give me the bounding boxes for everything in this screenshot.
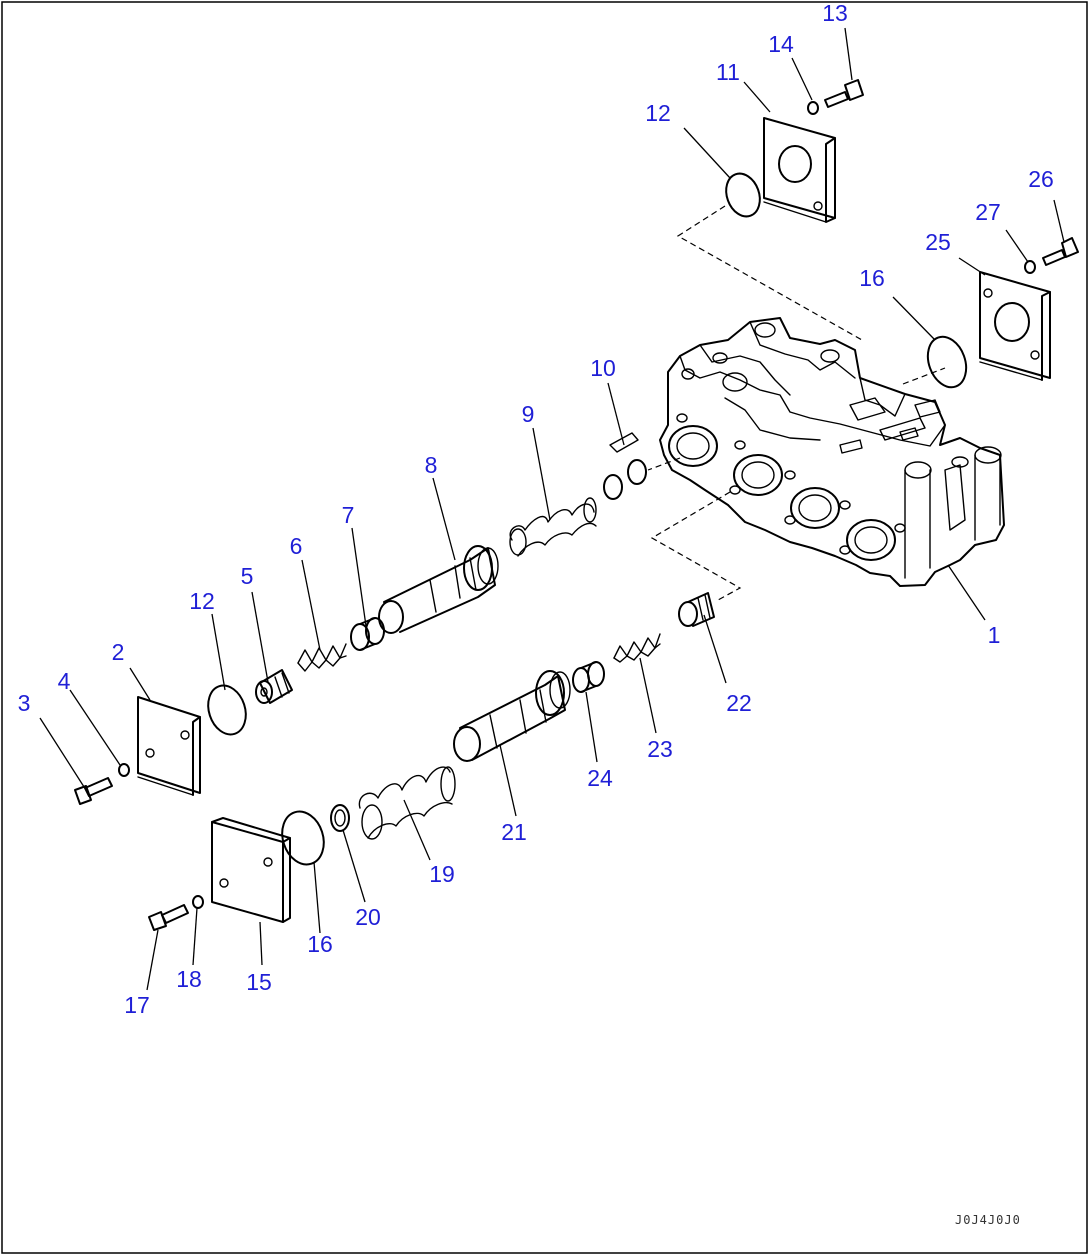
callout-18: 18 <box>176 966 202 992</box>
plug-part-22 <box>678 592 715 627</box>
callout-12-top: 12 <box>645 100 671 126</box>
cover-plate-part-15 <box>211 817 291 923</box>
retainer-part-10 <box>603 432 647 500</box>
callout-labels: 1 2 3 4 5 6 7 8 9 10 11 12 12 13 14 15 1… <box>18 0 1054 1018</box>
callout-1: 1 <box>988 622 1001 648</box>
callout-9: 9 <box>522 401 535 427</box>
callout-26: 26 <box>1028 166 1054 192</box>
assembly-guide-lines <box>647 205 946 601</box>
washer-part-18 <box>192 895 204 909</box>
callout-14: 14 <box>768 31 794 57</box>
spring-part-9 <box>509 497 597 557</box>
cover-plate-part-25 <box>979 271 1051 381</box>
collar-part-24 <box>572 661 605 693</box>
spring-part-6 <box>297 643 347 672</box>
spring-part-19 <box>358 766 456 840</box>
cover-plate-part-2 <box>137 696 201 796</box>
bolt-part-17 <box>148 904 189 931</box>
callout-12-left: 12 <box>189 588 215 614</box>
callout-13: 13 <box>822 0 848 26</box>
o-ring-part-12-left <box>207 684 247 736</box>
cover-plate-part-11 <box>763 117 836 223</box>
callout-16-left: 16 <box>307 931 333 957</box>
leader-lines <box>39 27 1065 991</box>
callout-2: 2 <box>112 639 125 665</box>
collar-part-7 <box>350 617 385 651</box>
callout-4: 4 <box>58 668 71 694</box>
callout-21: 21 <box>501 819 527 845</box>
washer-part-4 <box>118 763 130 777</box>
callout-3: 3 <box>18 690 31 716</box>
plug-part-5 <box>255 669 293 704</box>
bolt-part-3 <box>74 777 113 805</box>
washer-part-27 <box>1024 260 1036 274</box>
callout-8: 8 <box>425 452 438 478</box>
callout-10: 10 <box>590 355 616 381</box>
callout-6: 6 <box>290 533 303 559</box>
callout-19: 19 <box>429 861 455 887</box>
o-ring-part-12-top <box>725 172 761 218</box>
drawing-code: J0J4J0J0 <box>955 1213 1021 1227</box>
callout-25: 25 <box>925 229 951 255</box>
callout-24: 24 <box>587 765 613 791</box>
valve-body-part-1 <box>659 317 1005 587</box>
o-ring-part-16-right <box>926 335 968 389</box>
callout-11: 11 <box>716 59 740 85</box>
seat-part-20 <box>330 804 350 832</box>
callout-5: 5 <box>241 563 254 589</box>
callout-16-right: 16 <box>859 265 885 291</box>
callout-22: 22 <box>726 690 752 716</box>
callout-20: 20 <box>355 904 381 930</box>
callout-7: 7 <box>342 502 355 528</box>
spring-part-23 <box>613 633 661 663</box>
spool-part-8 <box>378 545 499 634</box>
spool-part-21 <box>453 670 571 762</box>
bolt-part-13 <box>824 79 864 108</box>
callout-15: 15 <box>246 969 272 995</box>
callout-17: 17 <box>124 992 150 1018</box>
bolt-part-26 <box>1042 237 1079 266</box>
callout-23: 23 <box>647 736 673 762</box>
callout-27: 27 <box>975 199 1001 225</box>
washer-part-14 <box>807 101 819 115</box>
